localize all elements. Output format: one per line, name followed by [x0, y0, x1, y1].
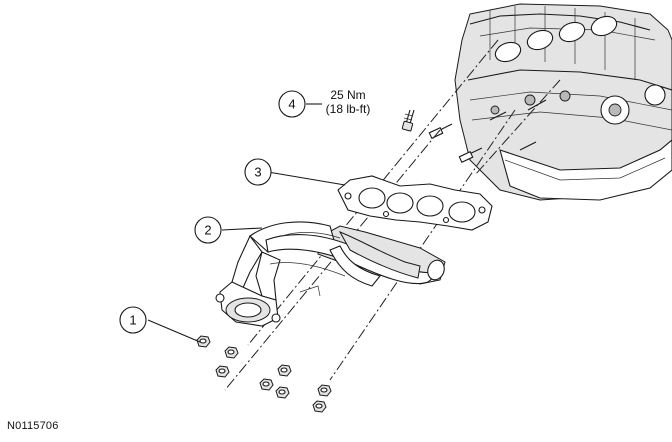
callout-1: 1 — [119, 306, 147, 334]
exhaust-manifold-stud — [401, 109, 415, 132]
torque-spec-imperial: (18 lb-ft) — [325, 102, 371, 116]
exhaust-manifold — [215, 221, 446, 327]
exhaust-manifold-nuts — [196, 335, 332, 413]
callout-1-number: 1 — [129, 313, 136, 328]
callout-2: 2 — [194, 216, 222, 244]
callout-3-number: 3 — [254, 165, 261, 180]
callout-4: 4 — [278, 90, 306, 118]
callout-3: 3 — [244, 158, 272, 186]
engine-cylinder-head — [428, 3, 672, 201]
leader-3 — [267, 171, 346, 186]
callout-2-number: 2 — [204, 223, 211, 238]
leader-2 — [221, 227, 263, 231]
callout-4-number: 4 — [288, 97, 295, 112]
exhaust-manifold-gasket — [337, 175, 493, 231]
torque-spec-metric: 25 Nm — [330, 88, 366, 102]
figure-id-label: N0115706 — [7, 420, 59, 432]
callout-leaders — [147, 103, 346, 343]
leader-1 — [147, 319, 201, 343]
